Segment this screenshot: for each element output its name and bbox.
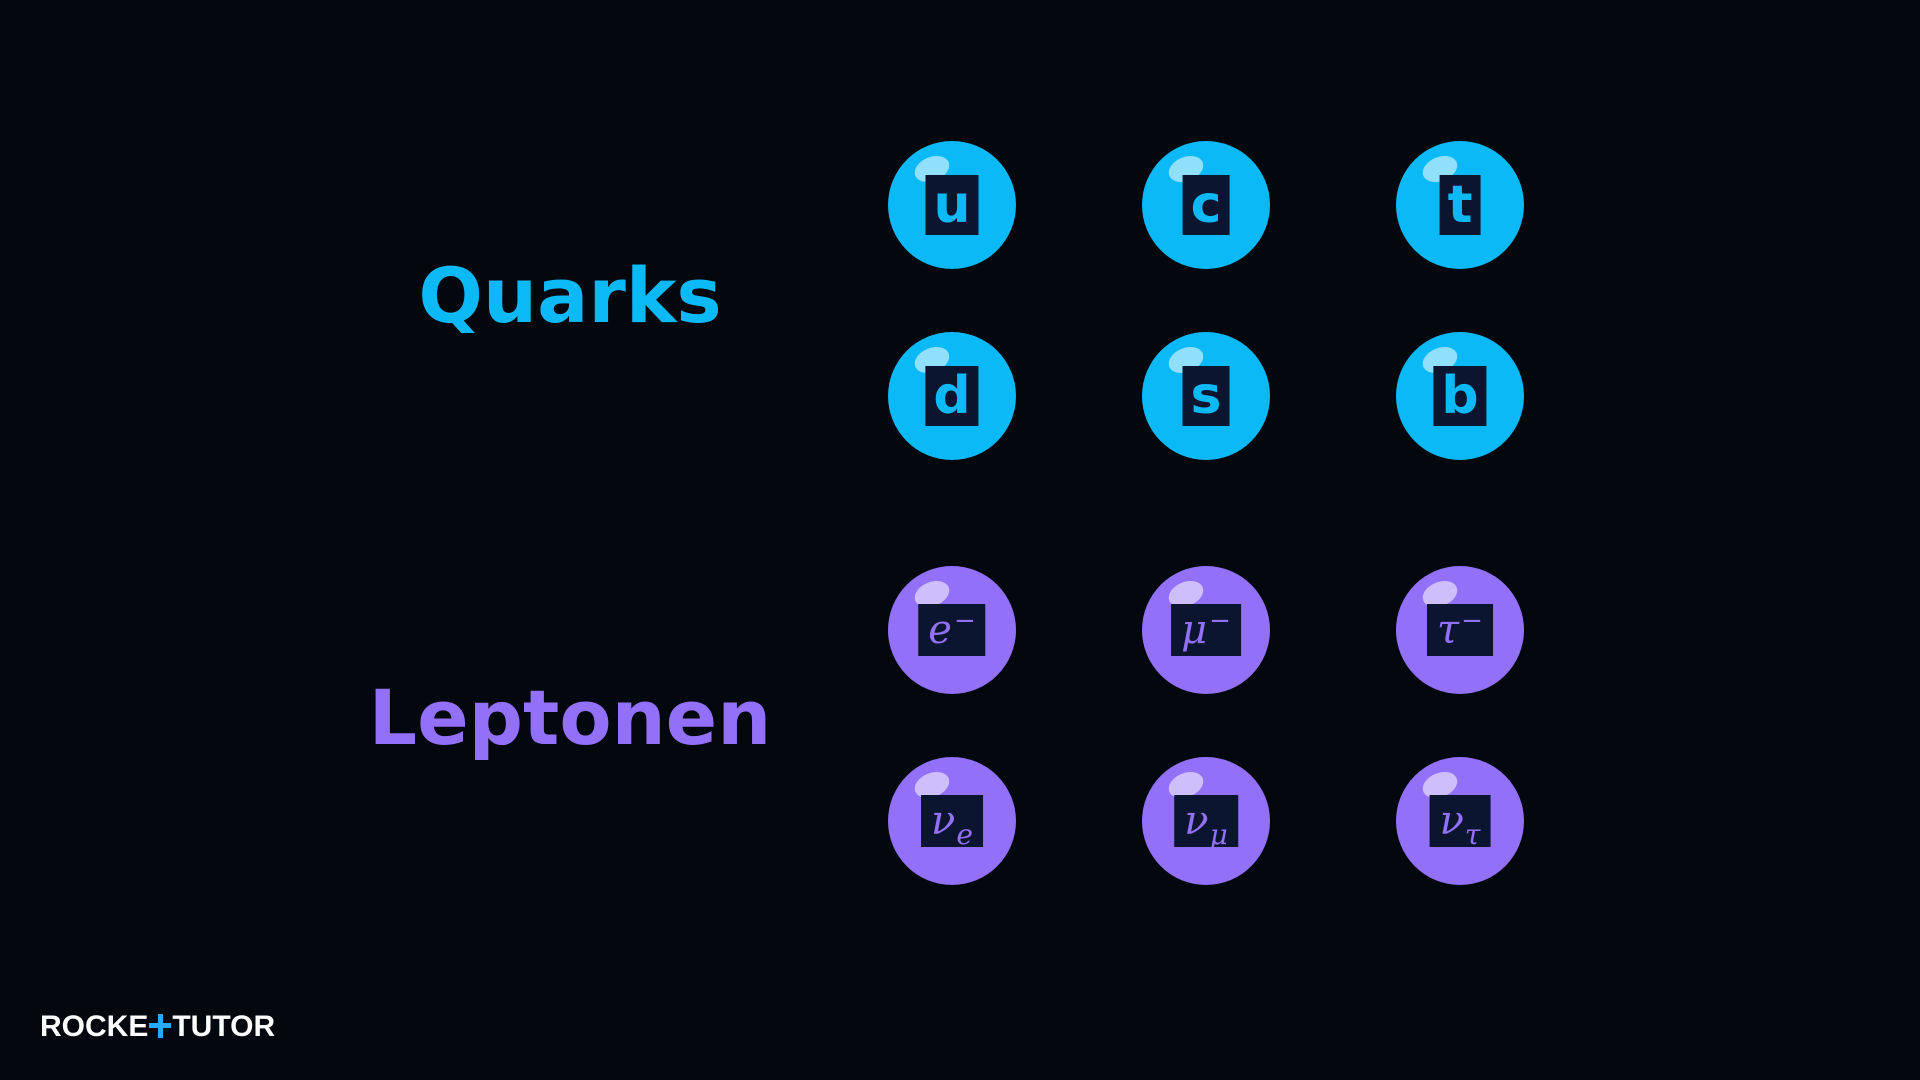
particle-symbol: νe [921, 795, 983, 849]
particle-symbol: d [925, 366, 979, 426]
logo-text-right: TUTOR [172, 1010, 276, 1043]
particle-symbol: τ− [1427, 604, 1493, 656]
lepton-electron: e− [888, 566, 1016, 694]
quarks-label: Quarks [418, 251, 722, 340]
plus-icon [149, 1014, 172, 1038]
particle-symbol: μ− [1171, 604, 1241, 656]
particle-symbol: u [925, 175, 979, 235]
quark-up: u [888, 141, 1016, 269]
quark-bottom: b [1396, 332, 1524, 460]
particle-symbol: e− [918, 604, 986, 656]
particle-symbol: t [1439, 175, 1481, 235]
particle-symbol: c [1182, 175, 1230, 235]
lepton-electron-neutrino: νe [888, 757, 1016, 885]
lepton-tau-neutrino: ντ [1396, 757, 1524, 885]
logo: ROCKE TUTOR [40, 1012, 275, 1042]
quark-charm: c [1142, 141, 1270, 269]
quark-down: d [888, 332, 1016, 460]
lepton-muon: μ− [1142, 566, 1270, 694]
particle-symbol: s [1182, 366, 1230, 426]
logo-text-left: ROCKE [40, 1010, 149, 1043]
particle-symbol: νμ [1174, 795, 1238, 849]
quark-strange: s [1142, 332, 1270, 460]
particle-symbol: ντ [1429, 795, 1491, 849]
lepton-muon-neutrino: νμ [1142, 757, 1270, 885]
lepton-tau: τ− [1396, 566, 1524, 694]
particle-symbol: b [1433, 366, 1487, 426]
leptons-label: Leptonen [368, 673, 772, 762]
quark-top: t [1396, 141, 1524, 269]
